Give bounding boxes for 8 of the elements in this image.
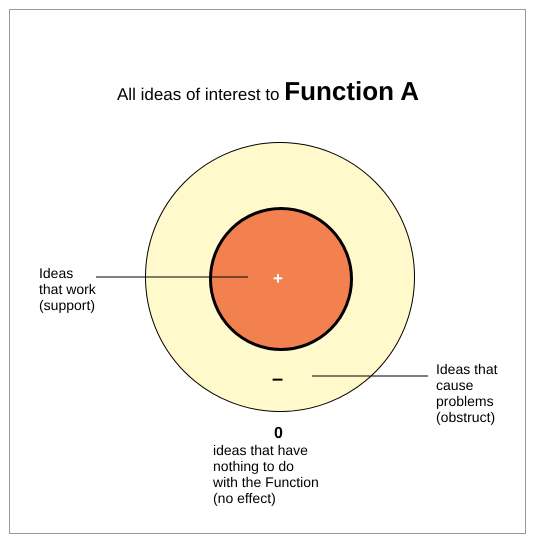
callout-text: Ideas that work (support) xyxy=(39,265,98,313)
sign-symbol: 0 xyxy=(274,426,283,442)
leader-line xyxy=(96,276,248,278)
description-text: ideas that have nothing to do with the Function (no effect) xyxy=(213,442,320,506)
title: All ideas of interest to Function A xyxy=(116,76,420,107)
callout-text: Ideas that cause problems (obstruct) xyxy=(436,361,531,425)
sign-symbol: + xyxy=(273,270,283,287)
sign-symbol: – xyxy=(272,369,284,389)
